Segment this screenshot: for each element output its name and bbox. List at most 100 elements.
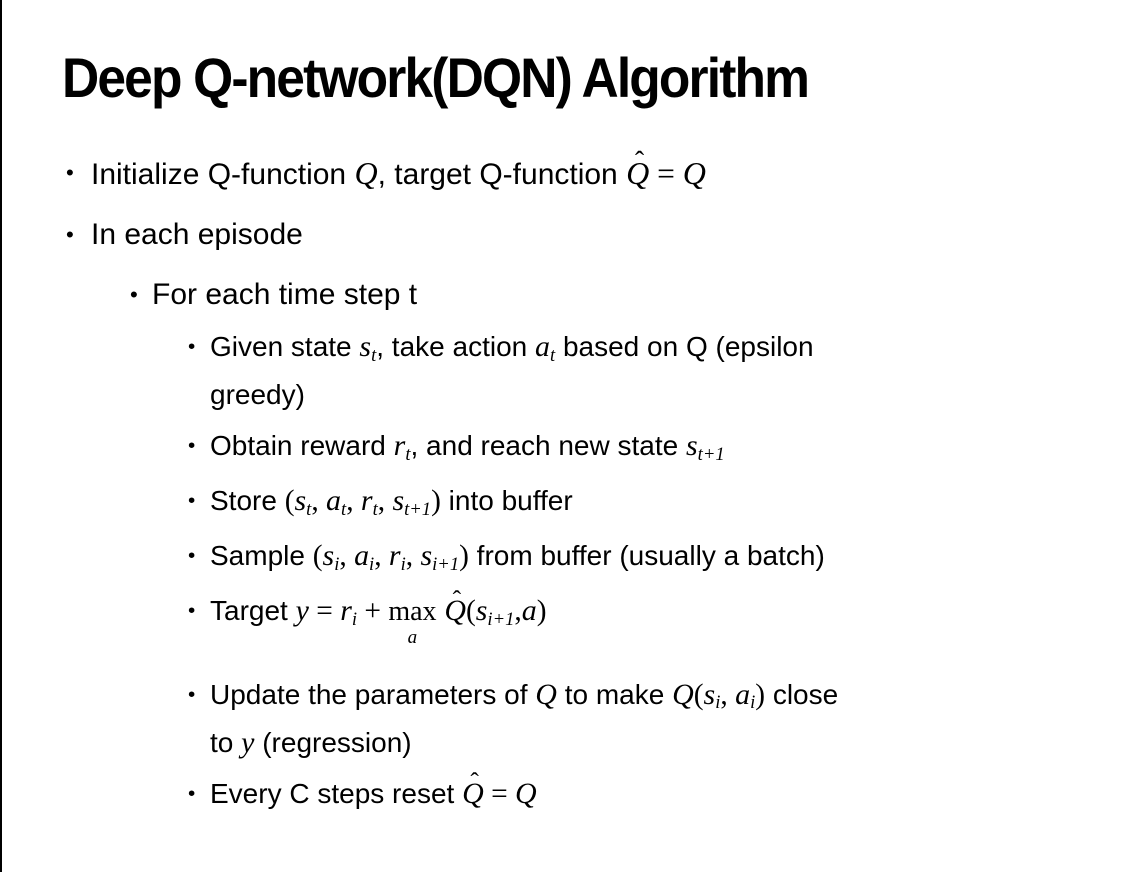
math-operator: = (308, 595, 341, 628)
text-run: to (210, 727, 242, 759)
math-operator: ) (431, 485, 441, 518)
bullet-marker: • (188, 683, 196, 707)
math-base: s (359, 330, 372, 364)
text-run: Store (210, 485, 285, 517)
math-var-hat: Q (626, 152, 649, 194)
math-var-subscript: ri (340, 594, 357, 629)
math-operator: ) (459, 540, 469, 573)
bullet-item: •Given state st, take action at based on… (2, 325, 1124, 417)
math-var: Q (354, 155, 378, 192)
math-sub: i+1 (487, 608, 515, 630)
math-operator: ( (312, 540, 323, 573)
math-var-subscript: si+1 (420, 539, 460, 575)
text-run: Update the parameters of (210, 679, 536, 711)
bullet-content: Initialize Q-function Q, target Q-functi… (91, 152, 1124, 196)
bullet-content: Given state st, take action at based on … (210, 325, 1124, 417)
math-sub: t+1 (697, 443, 725, 465)
bullet-line: For each time step t (152, 274, 1124, 316)
text-run (437, 595, 445, 626)
text-run: greedy) (210, 379, 305, 411)
text-run: Initialize Q-function (91, 158, 355, 192)
math-var-subscript: ai (735, 678, 756, 714)
math-operator: , (405, 540, 421, 573)
text-run: Every C steps reset (210, 778, 463, 810)
math-var-subscript: st (295, 484, 312, 519)
bullet-marker: • (188, 782, 196, 806)
math-sub: t+1 (404, 498, 432, 520)
bullet-marker: • (188, 489, 196, 513)
math-var-subscript: si (323, 539, 340, 574)
math-var: Q (682, 155, 706, 192)
bullet-line: greedy) (210, 373, 1124, 417)
math-under-arg: a (407, 626, 418, 648)
bullet-line: to y (regression) (210, 721, 1124, 765)
math-var: a (521, 594, 537, 628)
slide-title: Deep Q-network(DQN) Algorithm (62, 46, 810, 109)
math-sub: t (341, 498, 347, 520)
math-sub: t (372, 498, 378, 520)
math-operator: + (357, 595, 389, 628)
bullet-item: • Every C steps reset Q = Q (2, 772, 1124, 816)
math-sub: i (750, 692, 756, 714)
bullet-line: Store (st, at, rt, st+1) into buffer (210, 479, 1124, 527)
bullet-marker: • (66, 222, 74, 248)
bullet-line: Sample (si, ai, ri, si+1) from buffer (u… (210, 534, 1124, 582)
text-run: Target (210, 595, 296, 627)
math-sub: t (550, 344, 556, 366)
math-base: s (703, 678, 716, 712)
text-run: , target Q-function (377, 158, 627, 192)
bullet-line: Update the parameters of Q to make Q(si,… (210, 673, 1124, 721)
math-base: s (475, 594, 488, 628)
math-var-subscript: st+1 (686, 429, 725, 465)
bullet-line: Every C steps reset Q = Q (210, 772, 1124, 816)
text-run: from buffer (usually a batch) (468, 540, 825, 572)
math-operator: ) (536, 595, 547, 628)
math-var-hat: Q (462, 772, 484, 816)
math-operator: ) (755, 679, 766, 712)
math-var: y (241, 726, 255, 760)
bullet-content: Store (st, at, rt, st+1) into buffer (210, 479, 1124, 527)
math-base: s (420, 539, 433, 573)
bullet-item: • In each episode (2, 214, 1124, 256)
math-var: y (295, 594, 309, 628)
text-run: (regression) (254, 727, 412, 759)
text-run: , and reach new state (410, 430, 686, 462)
bullet-content: For each time step t (152, 274, 1124, 316)
bullet-marker: • (130, 282, 138, 308)
text-run: into buffer (440, 485, 573, 517)
math-operator: , (377, 485, 393, 518)
text-run: Sample (210, 540, 313, 572)
math-base: r (340, 594, 352, 628)
math-var-hat: Q (444, 589, 466, 633)
bullet-item: • Store (st, at, rt, st+1) into buffer (2, 479, 1124, 527)
math-operator: , (720, 679, 736, 712)
bullet-line: Given state st, take action at based on … (210, 325, 1124, 373)
math-operator: ( (693, 679, 704, 712)
math-var-subscript: ri (389, 539, 406, 574)
bullet-content: In each episode (91, 214, 1124, 256)
math-var-subscript: si+1 (475, 594, 515, 630)
bullet-marker: • (66, 160, 74, 186)
math-operator: = (483, 778, 516, 811)
math-var: Q (535, 678, 557, 712)
math-operator: = (649, 156, 683, 192)
text-run: close (765, 679, 839, 711)
bullet-line: In each episode (91, 214, 1124, 256)
text-run: , take action (376, 331, 536, 363)
math-base: a (354, 539, 370, 573)
text-run: For each time step t (152, 278, 418, 312)
bullet-item: •Update the parameters of Q to make Q(si… (2, 673, 1124, 765)
text-run: Obtain reward (210, 430, 394, 462)
bullet-marker: • (188, 544, 196, 568)
bullet-content: Update the parameters of Q to make Q(si,… (210, 673, 1124, 765)
math-var-subscript: si (703, 678, 721, 713)
math-base: r (360, 484, 373, 518)
math-var-subscript: ai (354, 539, 374, 574)
math-max: max (388, 596, 437, 628)
text-run: to make (556, 679, 673, 711)
text-run: In each episode (91, 218, 303, 252)
math-operator: , (311, 485, 327, 518)
math-sub: i+1 (432, 553, 460, 575)
